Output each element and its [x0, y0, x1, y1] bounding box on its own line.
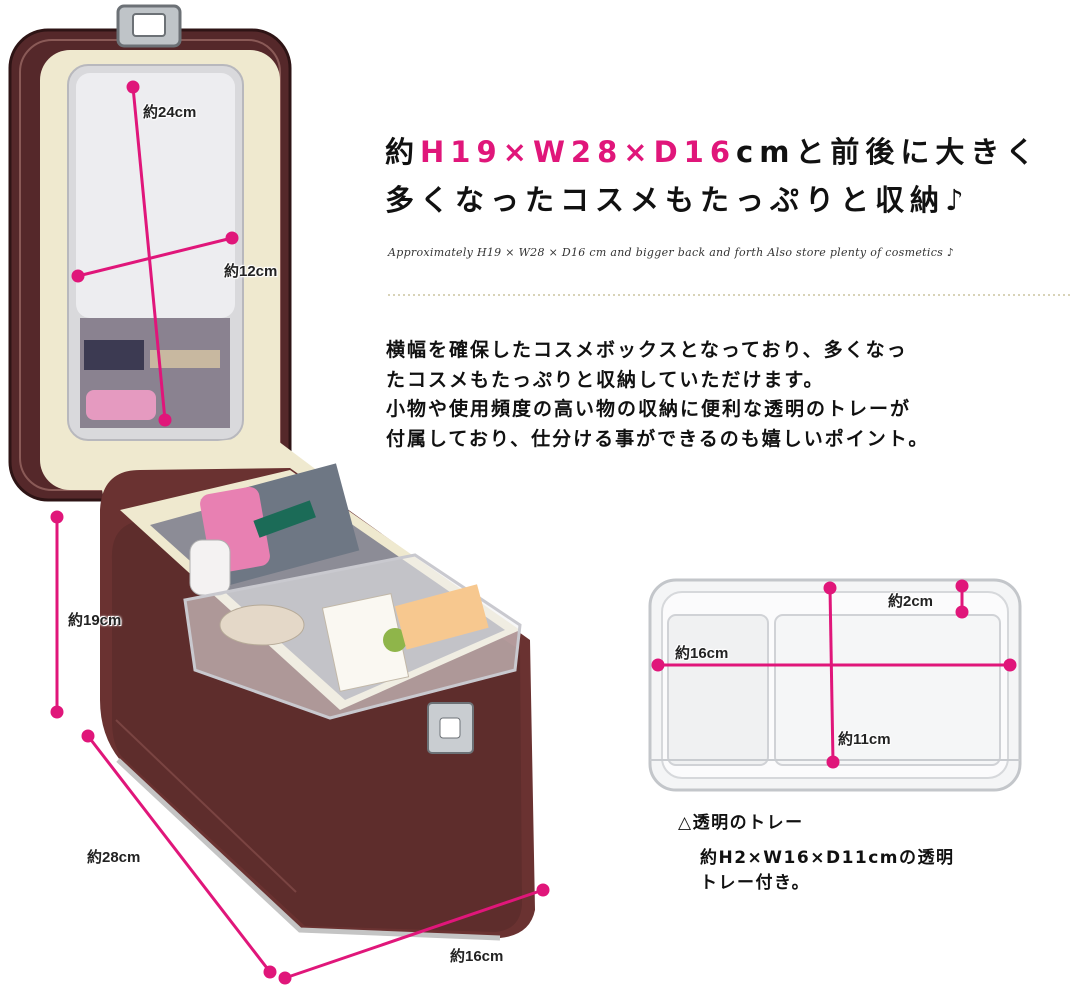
description-line: 付属しており、仕分ける事ができるのも嬉しいポイント。 [386, 427, 930, 450]
tray-caption-title: △透明のトレー [678, 813, 804, 833]
headline-prefix: 約 [385, 135, 421, 169]
label-tray-depth: 約11cm [838, 731, 891, 748]
english-note: Approximately H19 × W28 × D16 cm and big… [388, 246, 955, 259]
headline-line-2: 多くなったコスメもたっぷりと収納♪ [385, 183, 970, 217]
description-line: 横幅を確保したコスメボックスとなっており、多くなっ [386, 339, 908, 361]
label-tray-width: 約16cm [675, 645, 729, 662]
tray-caption-line-1: 約H2×W16×D11cmの透明 [700, 848, 955, 868]
headline: 約H19×W28×D16cmと前後に大きく 多くなったコスメもたっぷりと収納♪ [385, 128, 1065, 224]
label-depth: 約16cm [450, 948, 504, 965]
tray-caption-line-2: トレー付き。 [700, 873, 811, 893]
headline-suffix: cmと前後に大きく [736, 135, 1041, 169]
label-height: 約19cm [68, 612, 122, 629]
label-mirror-width: 約12cm [224, 263, 278, 280]
label-mirror-height: 約24cm [143, 104, 197, 121]
label-tray-height: 約2cm [888, 593, 934, 610]
description-line: たコスメもたっぷりと収納していただけます。 [386, 368, 825, 391]
label-width: 約28cm [87, 849, 141, 866]
headline-dimensions: H19×W28×D16 [420, 135, 737, 169]
description-line: 小物や使用頻度の高い物の収納に便利な透明のトレーが [386, 398, 912, 420]
description: 横幅を確保したコスメボックスとなっており、多くなっ たコスメもたっぷりと収納して… [386, 336, 1066, 454]
headline-line-1: 約H19×W28×D16cmと前後に大きく [385, 128, 1065, 176]
